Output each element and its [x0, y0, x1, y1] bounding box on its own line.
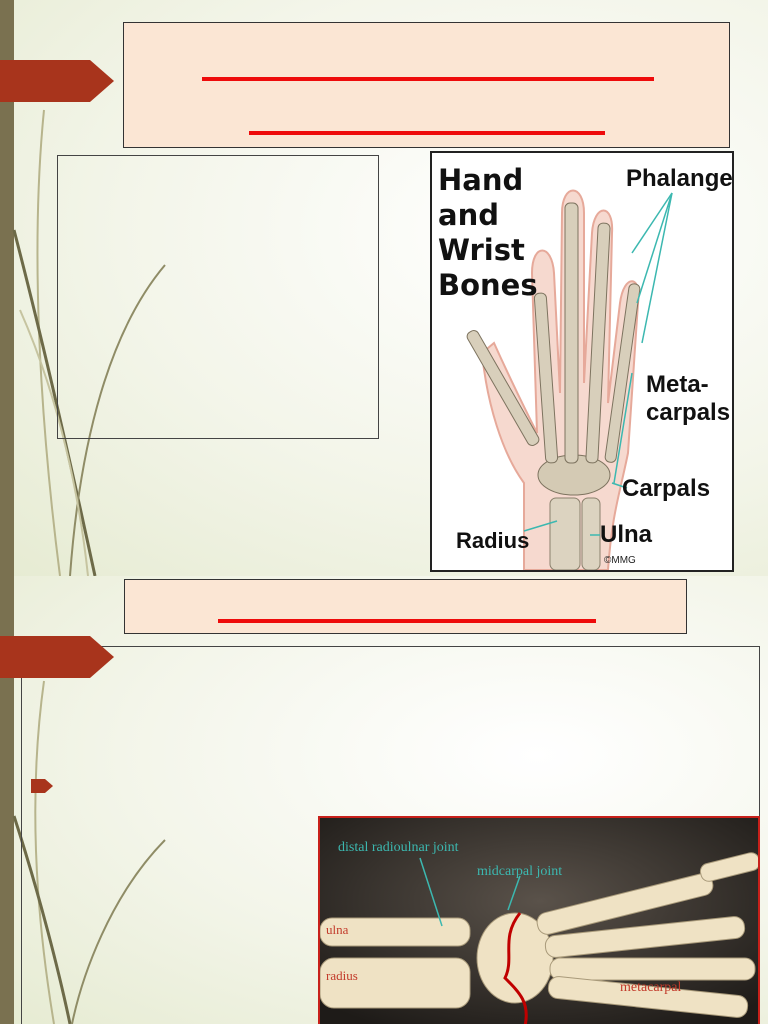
image-credit: ©MMG — [604, 555, 636, 566]
label-metacarpal: metacarpal — [620, 980, 681, 996]
figure-heading-line-1: Hand — [438, 163, 538, 198]
title-underline — [218, 619, 596, 623]
title-placeholder[interactable] — [123, 22, 730, 148]
title-underline-2 — [249, 131, 605, 135]
slide-1: Hand and Wrist Bones Phalanges Meta- car… — [0, 0, 768, 576]
hand-wrist-bones-image: Hand and Wrist Bones Phalanges Meta- car… — [430, 151, 734, 572]
label-ulna: Ulna — [600, 521, 652, 549]
label-radius: radius — [326, 968, 358, 984]
slide-marker-arrow — [0, 60, 114, 102]
figure-heading-line-2: and — [438, 198, 538, 233]
figure-heading-line-4: Bones — [438, 268, 538, 303]
slide-2: distal radioulnar joint midcarpal joint … — [0, 576, 768, 1024]
label-radius: Radius — [456, 528, 529, 554]
title-underline-1 — [202, 77, 654, 81]
wrist-joints-image: distal radioulnar joint midcarpal joint … — [318, 816, 760, 1024]
content-placeholder[interactable] — [57, 155, 379, 439]
label-metacarpals-line-1: Meta- — [646, 371, 730, 399]
label-ulna: ulna — [326, 922, 348, 938]
label-phalanges: Phalanges — [626, 165, 734, 193]
title-placeholder[interactable] — [124, 579, 687, 634]
slide-marker-arrow — [0, 636, 114, 678]
label-distal-radioulnar-joint: distal radioulnar joint — [338, 840, 459, 856]
label-metacarpals-line-2: carpals — [646, 399, 730, 427]
figure-heading-line-3: Wrist — [438, 233, 538, 268]
label-carpals: Carpals — [622, 475, 710, 503]
label-midcarpal-joint: midcarpal joint — [477, 864, 562, 880]
